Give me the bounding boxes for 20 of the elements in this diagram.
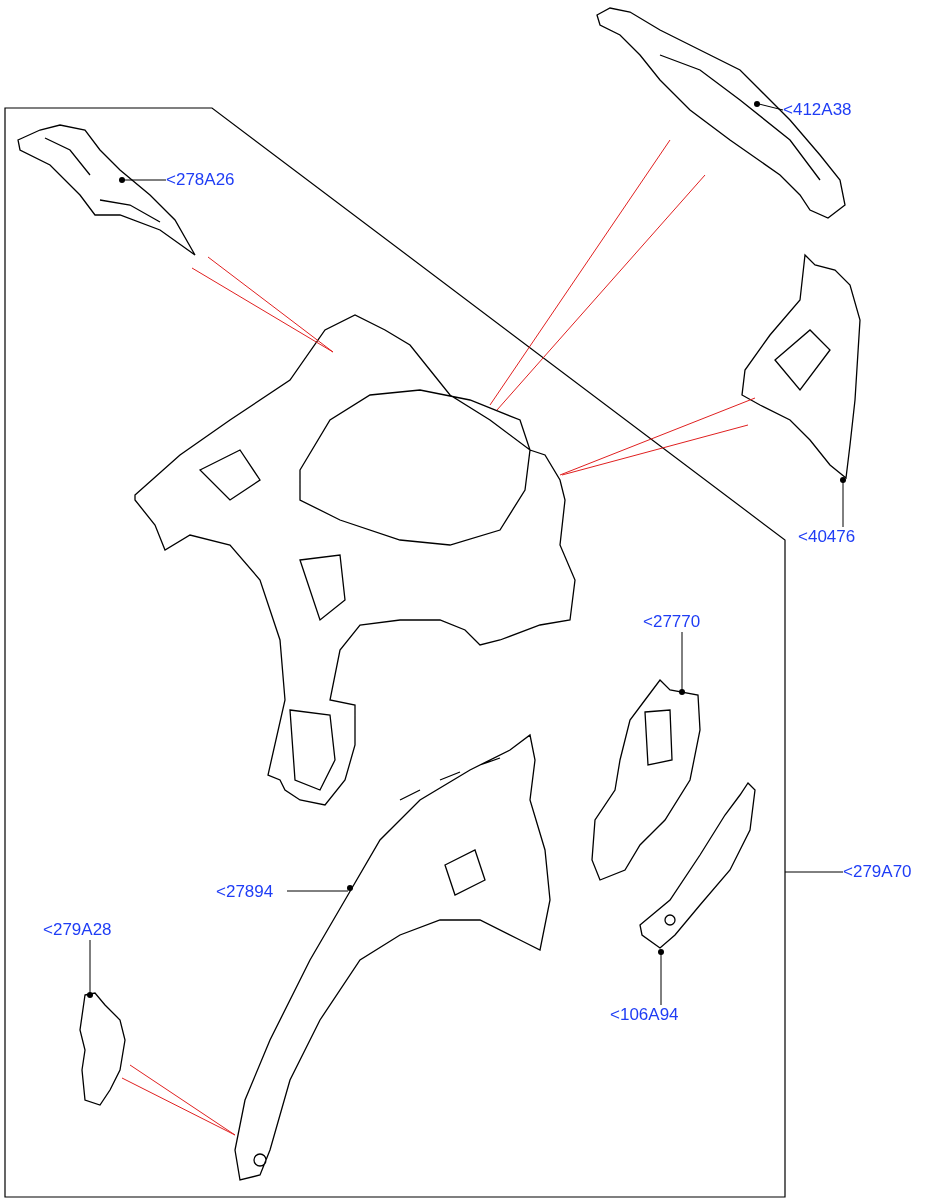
part-number-label: <278A26: [166, 170, 244, 190]
connector-line: [191, 256, 334, 353]
connector-line: [489, 139, 706, 411]
part-number-label: <279A28: [43, 920, 127, 940]
leader-line: [89, 939, 91, 994]
part-number-label: <106A94: [610, 1005, 692, 1025]
part-number-label: <412A38: [783, 100, 865, 120]
leader-line: [758, 103, 784, 111]
leader-line: [842, 481, 844, 528]
leader-line: [286, 890, 349, 892]
leader-line: [681, 631, 683, 691]
connector-line: [121, 1064, 236, 1136]
connector-line: [559, 397, 756, 476]
part-number-label: <40476: [798, 527, 870, 547]
leader-line: [123, 179, 167, 181]
part-number-label: <27894: [216, 882, 286, 902]
leader-line: [660, 953, 662, 1006]
part-number-label: <279A70: [843, 862, 921, 882]
leader-line: [784, 871, 844, 873]
part-number-label: <27770: [643, 612, 713, 632]
